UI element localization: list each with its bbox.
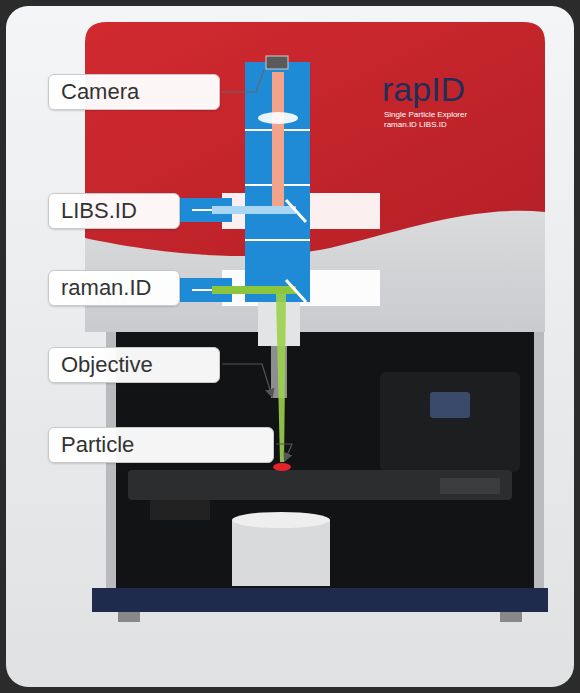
foot — [500, 612, 522, 622]
particle-callout: Particle — [48, 427, 274, 463]
display — [430, 392, 470, 418]
optical-column — [245, 62, 310, 302]
background-panel — [6, 6, 574, 687]
beam-down — [276, 294, 286, 462]
raman-module-line — [192, 289, 212, 291]
objective-callout: Objective — [48, 347, 220, 383]
callout-text: raman.ID — [61, 274, 151, 302]
callout-text: Particle — [61, 431, 134, 459]
mirror — [286, 280, 306, 302]
condenser-top — [232, 512, 330, 528]
particle-dot — [273, 463, 291, 471]
libs-callout: LIBS.ID — [48, 193, 180, 229]
callout-text: LIBS.ID — [61, 197, 137, 225]
lens — [258, 112, 298, 124]
raman-callout: raman.ID — [48, 270, 180, 306]
libs-module-line — [192, 209, 212, 211]
brand-subtitle: Single Particle Explorer — [384, 110, 467, 119]
brand-logo: rapID — [382, 70, 465, 109]
camera-beam — [272, 72, 284, 210]
stage-plate — [128, 470, 512, 500]
camera-callout: Camera — [48, 74, 220, 110]
condenser — [232, 520, 330, 586]
microscope-body — [380, 372, 520, 472]
stage-knob — [150, 500, 210, 520]
leader-line — [222, 70, 264, 92]
stage-knob — [440, 478, 500, 494]
base-plate — [92, 588, 548, 612]
brand-products: raman.ID LIBS.ID — [384, 120, 447, 129]
leader-line — [276, 444, 292, 460]
foot — [118, 612, 140, 622]
libs-beam — [212, 206, 296, 214]
callout-text: Camera — [61, 78, 139, 106]
post — [534, 332, 544, 590]
callout-text: Objective — [61, 351, 153, 379]
raman-beam — [212, 286, 296, 294]
leader-line — [222, 364, 272, 396]
mirror — [286, 200, 306, 222]
column-divider — [245, 239, 310, 241]
camera-icon — [266, 56, 288, 69]
